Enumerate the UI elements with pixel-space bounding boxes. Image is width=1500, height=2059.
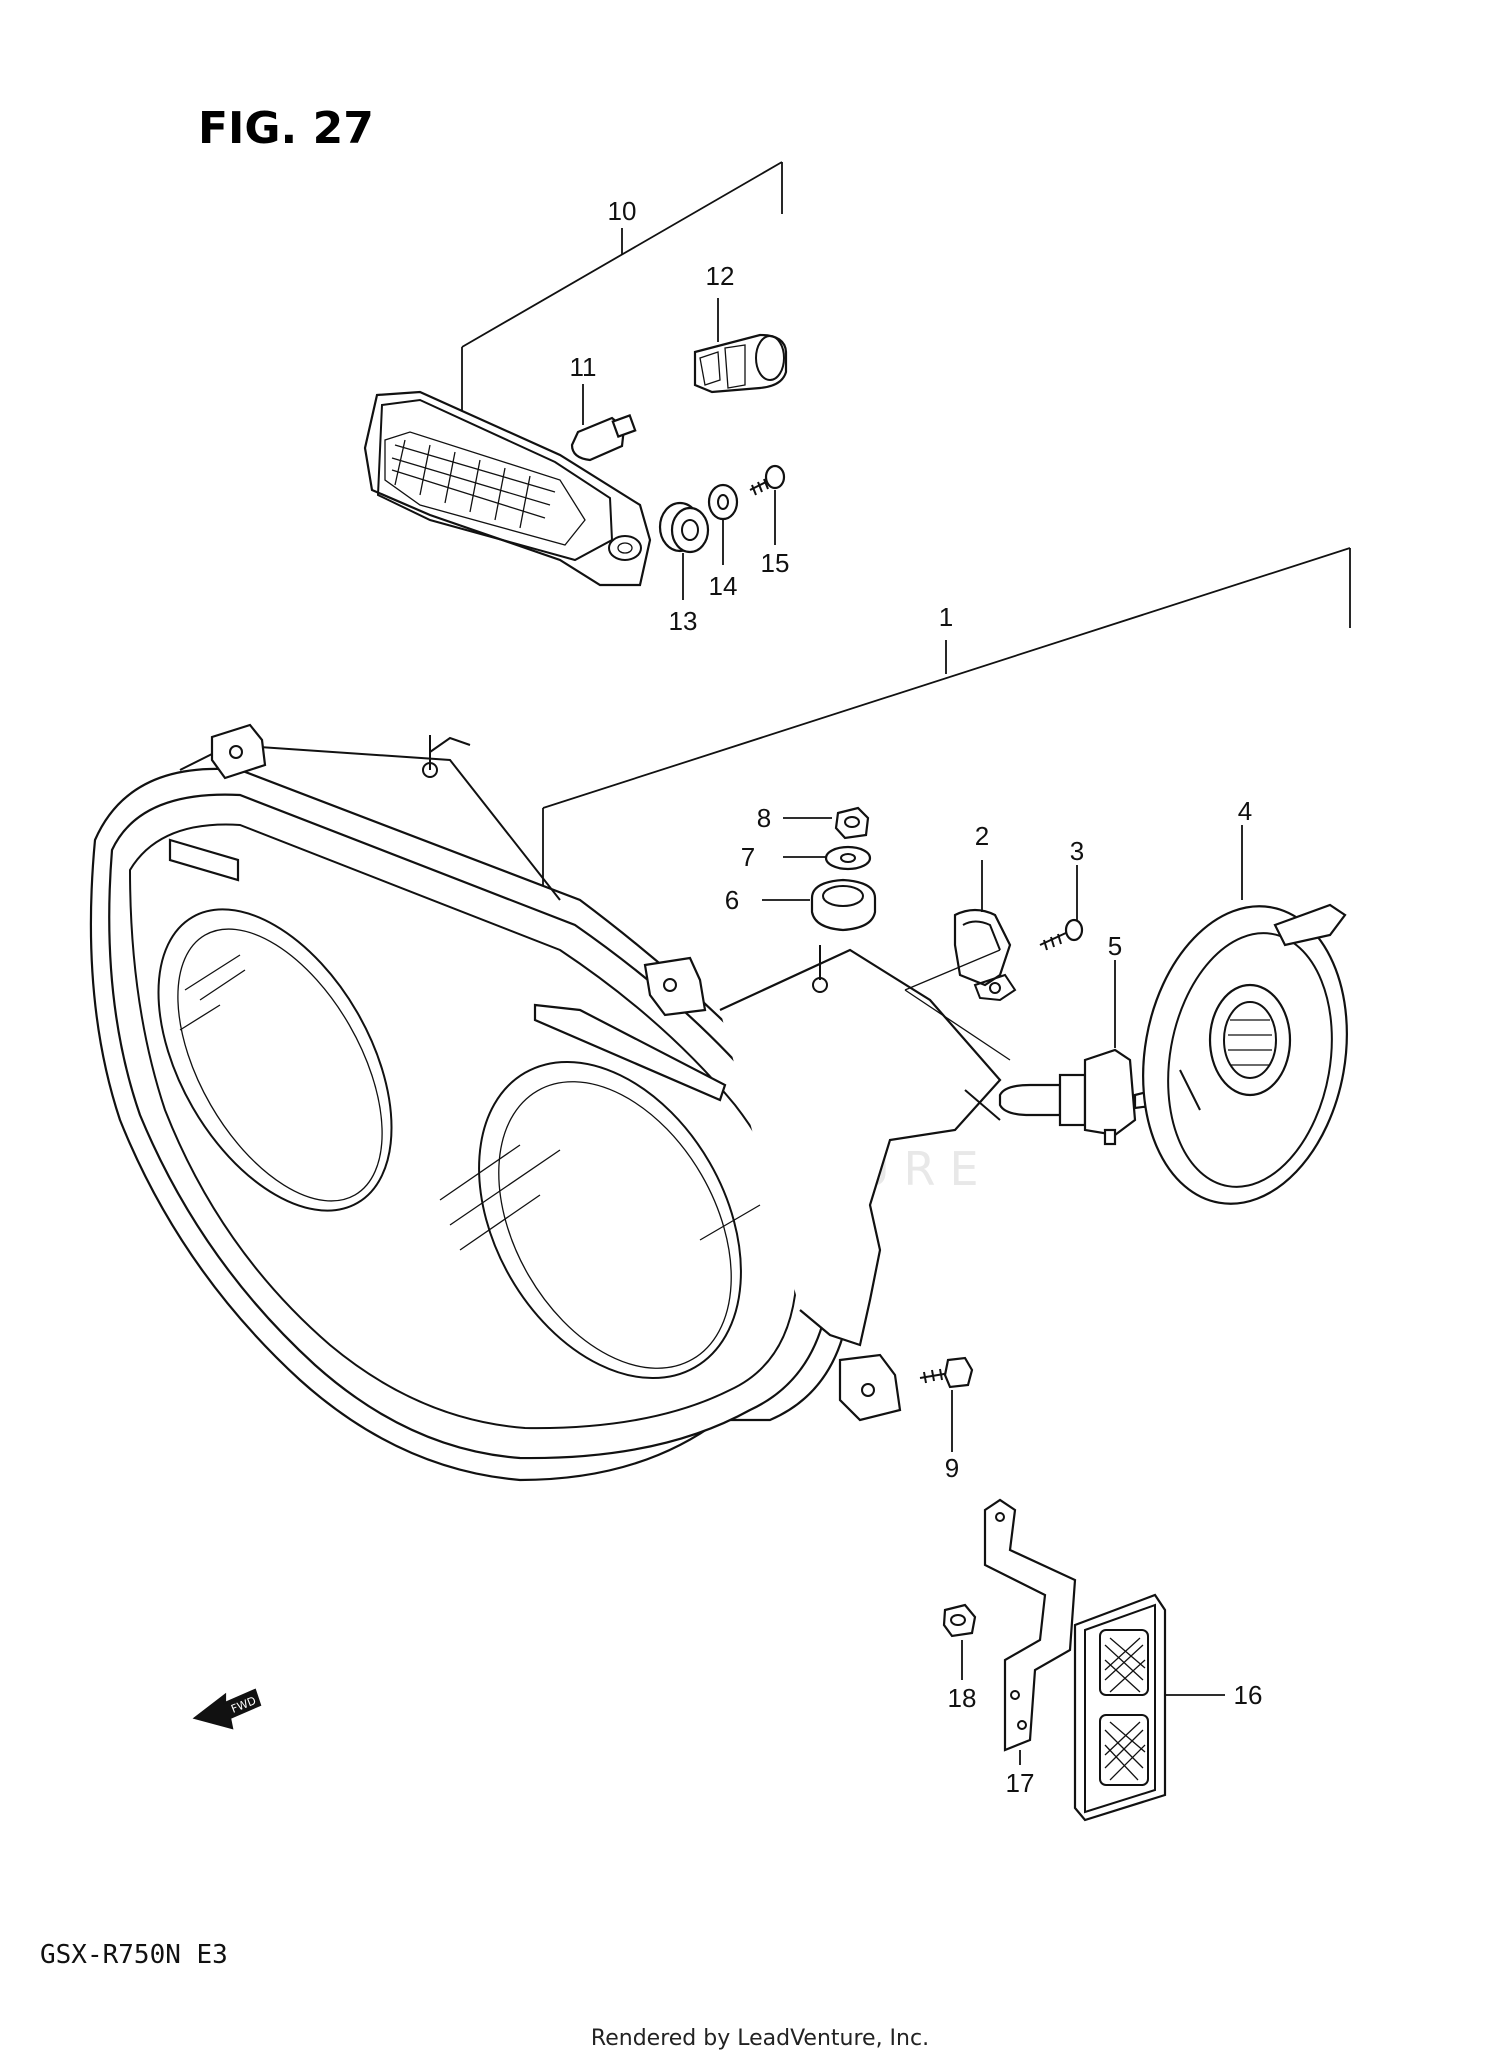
model-code: GSX-R750N E3: [40, 1940, 228, 1970]
callout-2[interactable]: 2: [975, 821, 989, 851]
bolt-icon: [919, 1356, 974, 1389]
callout-12[interactable]: 12: [706, 261, 735, 291]
headlight-assembly-icon: [89, 723, 1002, 1482]
callout-9[interactable]: 9: [945, 1453, 959, 1483]
callout-13[interactable]: 13: [669, 606, 698, 636]
position-lamp-group: [363, 161, 788, 600]
grommet-icon: [658, 501, 710, 554]
callout-6[interactable]: 6: [725, 885, 739, 915]
headlight-leader: [542, 547, 1351, 900]
bracket-icon: [983, 1498, 1077, 1752]
screw-icon: [749, 464, 786, 496]
washer-icon: [707, 483, 739, 521]
callout-1[interactable]: 1: [939, 602, 953, 632]
figure-title: FIG. 27: [198, 103, 374, 154]
bulb-socket-icon: [693, 333, 788, 394]
socket-clamp-icon: [953, 908, 1017, 1002]
callout-16[interactable]: 16: [1234, 1680, 1263, 1710]
nut-icon: [834, 806, 870, 840]
nut-icon: [942, 1603, 977, 1638]
callout-10[interactable]: 10: [608, 196, 637, 226]
callout-11[interactable]: 11: [570, 352, 597, 382]
callout-17[interactable]: 17: [1006, 1768, 1035, 1798]
callout-15[interactable]: 15: [761, 548, 790, 578]
halogen-bulb-icon: [998, 1048, 1160, 1146]
rear-cover-icon: [1142, 903, 1348, 1205]
callout-8[interactable]: 8: [757, 803, 771, 833]
callout-5[interactable]: 5: [1108, 931, 1122, 961]
reflector-icon: [1073, 1593, 1167, 1822]
forward-arrow-icon: FWD: [192, 1688, 262, 1730]
wedge-bulb-icon: [570, 413, 637, 462]
position-lamp-icon: [363, 390, 652, 587]
footer-credit: Rendered by LeadVenture, Inc.: [591, 2026, 929, 2051]
callout-3[interactable]: 3: [1070, 836, 1084, 866]
callout-14[interactable]: 14: [709, 571, 738, 601]
grommet-icon: [810, 878, 877, 932]
callout-7[interactable]: 7: [741, 842, 755, 872]
washer-icon: [824, 845, 872, 871]
callout-4[interactable]: 4: [1238, 796, 1252, 826]
screw-icon: [1039, 918, 1084, 951]
callout-18[interactable]: 18: [948, 1683, 977, 1713]
